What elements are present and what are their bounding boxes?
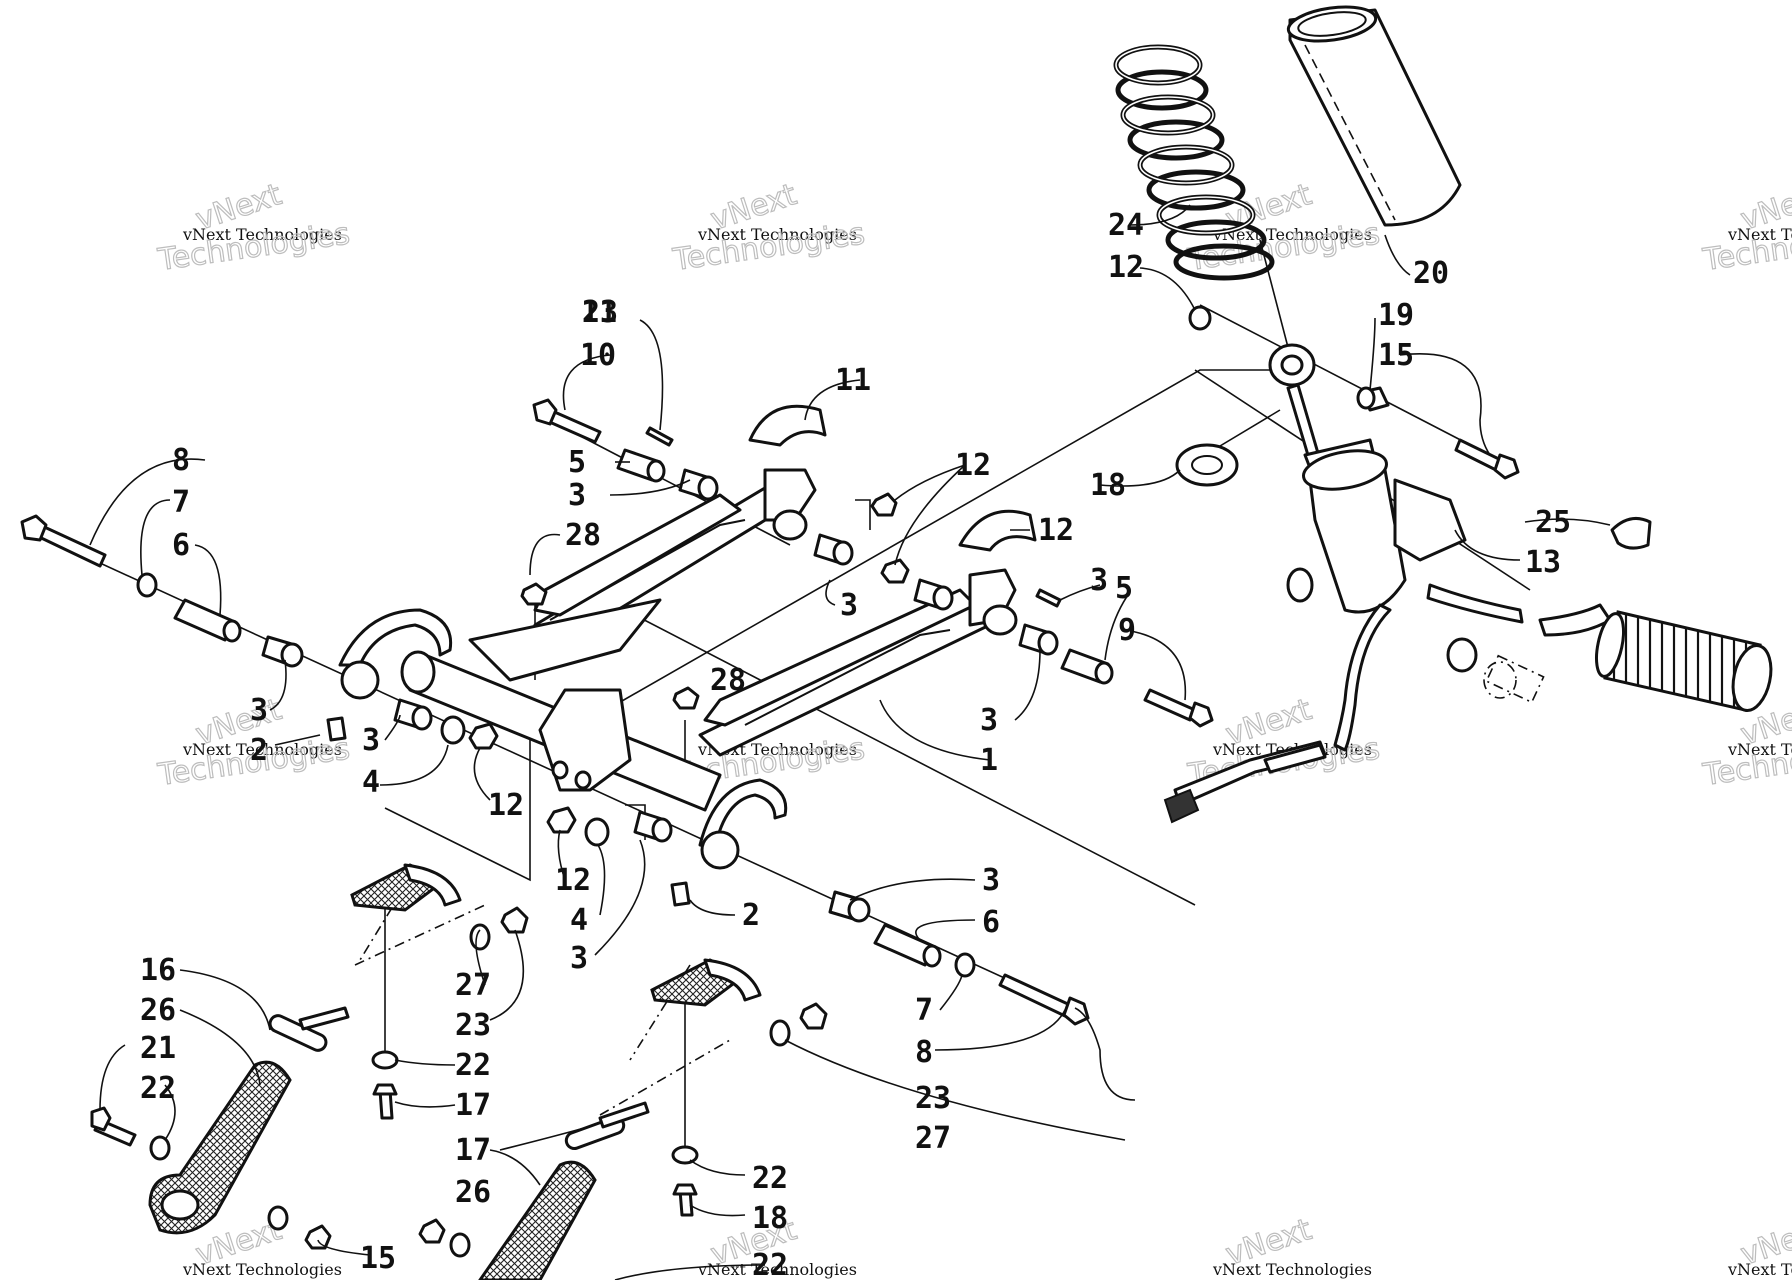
- callout-label: 1: [980, 743, 998, 778]
- callout-label: 16: [140, 953, 176, 988]
- callout-label: 3: [840, 588, 858, 623]
- callout-label: 2: [742, 898, 760, 933]
- left-pivot-hardware: [20, 514, 499, 750]
- callout-label: 4: [570, 903, 588, 938]
- callout-label: 22: [455, 1048, 491, 1083]
- right-slide-mount: [418, 958, 828, 1280]
- callout-label: 15: [1378, 338, 1414, 373]
- callout-label: 3: [980, 703, 998, 738]
- watermark: vNext vNext Technologies: [1727, 1212, 1792, 1279]
- svg-text:vNext Technologies: vNext Technologies: [1727, 740, 1792, 759]
- callout-label: 18: [752, 1201, 788, 1236]
- callout-label: 11: [835, 363, 871, 398]
- callout-label: 9: [1118, 613, 1136, 648]
- svg-text:vNext Technologies: vNext Technologies: [1727, 1260, 1792, 1279]
- watermark: vNext vNext Technologies Technologies: [1700, 177, 1792, 279]
- callout-label: 4: [362, 765, 380, 800]
- callout-label: 3: [250, 693, 268, 728]
- callout-label: 8: [172, 443, 190, 478]
- callouts: 23 11 10 11 12 5 3 28 12 3 3 5 9 28 3 1 …: [140, 208, 1571, 1280]
- callout-label: 12: [1038, 513, 1074, 548]
- lower-arm-hardware: [546, 588, 1214, 1026]
- callout-label: 25: [1535, 505, 1571, 540]
- callout-label: 10: [580, 338, 616, 373]
- shock-dust-sleeve: [1286, 5, 1462, 227]
- callout-label: 2: [250, 733, 268, 768]
- svg-text:vNext Technologies: vNext Technologies: [182, 1260, 342, 1279]
- callout-label: 17: [455, 1088, 491, 1123]
- callout-label: 7: [172, 485, 190, 520]
- callout-label: 22: [752, 1161, 788, 1196]
- callout-label: 19: [1378, 298, 1414, 333]
- callout-label: 3: [1090, 563, 1108, 598]
- watermark: vNext vNext Technologies Technologies: [1185, 177, 1383, 279]
- callout-label: 6: [982, 905, 1000, 940]
- svg-text:vNext Technologies: vNext Technologies: [697, 225, 857, 244]
- callout-label: 22: [140, 1071, 176, 1106]
- shock-reservoir: [1538, 603, 1773, 712]
- watermark: vNext vNext Technologies Technologies: [670, 177, 868, 279]
- callout-label: 12: [1108, 250, 1144, 285]
- callout-label: 17: [455, 1133, 491, 1168]
- callout-label: 24: [1108, 208, 1144, 243]
- callout-label: 6: [172, 528, 190, 563]
- callout-label: 21: [140, 1031, 176, 1066]
- callout-leaders: [89, 204, 1611, 1280]
- callout-label: 3: [982, 863, 1000, 898]
- callout-label: 3: [568, 478, 586, 513]
- svg-text:vNext Technologies: vNext Technologies: [182, 740, 342, 759]
- callout-label: 27: [455, 968, 491, 1003]
- callout-label: 3: [362, 723, 380, 758]
- callout-label: 28: [565, 518, 601, 553]
- watermark: vNext vNext Technologies Technologies: [155, 177, 353, 279]
- shock-hardware: [1175, 305, 1652, 550]
- callout-label: 23: [455, 1008, 491, 1043]
- callout-label: 20: [1413, 256, 1449, 291]
- coil-spring: [1113, 44, 1275, 281]
- callout-label: 26: [140, 993, 176, 1028]
- callout-label: 23: [915, 1081, 951, 1116]
- rear-arm-assembly: [338, 468, 1018, 870]
- callout-label: 12: [955, 448, 991, 483]
- callout-label: 11: [581, 295, 617, 330]
- preload-adjuster-cable: [1163, 740, 1327, 824]
- callout-label: 3: [570, 941, 588, 976]
- callout-label: 26: [455, 1175, 491, 1210]
- callout-label: 7: [915, 993, 933, 1028]
- svg-text:vNext Technologies: vNext Technologies: [1727, 225, 1792, 244]
- shock-absorber: [1268, 343, 1545, 752]
- svg-text:vNext Technologies: vNext Technologies: [182, 225, 342, 244]
- callout-label: 8: [915, 1035, 933, 1070]
- callout-label: 12: [488, 788, 524, 823]
- callout-label: 13: [1525, 545, 1561, 580]
- callout-label: 22: [752, 1248, 788, 1280]
- watermarks: vNext vNext Technologies Technologies vN…: [155, 177, 1792, 1279]
- callout-label: 15: [360, 1241, 396, 1276]
- callout-label: 27: [915, 1121, 951, 1156]
- left-slide-mount: [90, 863, 529, 1250]
- callout-label: 28: [710, 663, 746, 698]
- callout-label: 5: [1115, 571, 1133, 606]
- callout-label: 23: [582, 295, 618, 330]
- svg-text:vNext Technologies: vNext Technologies: [1212, 1260, 1372, 1279]
- watermark: vNext vNext Technologies: [1212, 1212, 1372, 1279]
- callout-label: 5: [568, 445, 586, 480]
- callout-label: 12: [555, 863, 591, 898]
- callout-label: 18: [1090, 468, 1126, 503]
